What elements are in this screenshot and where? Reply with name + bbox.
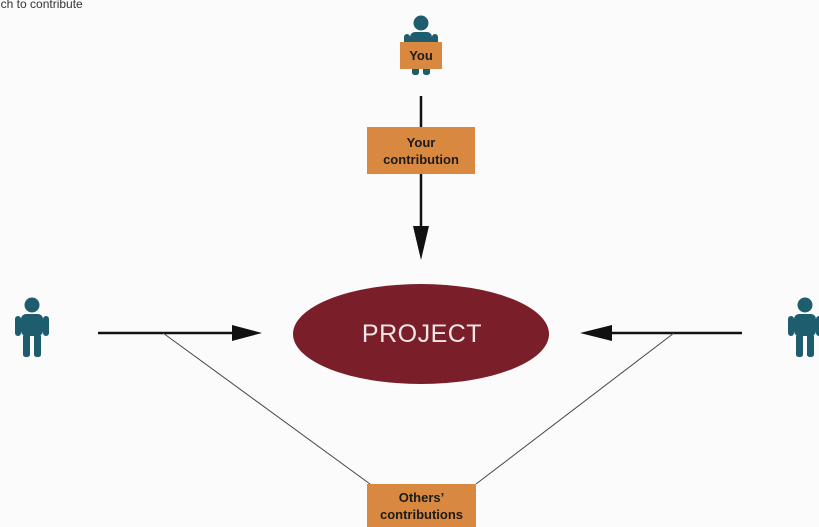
- left-connector-line: [162, 332, 371, 485]
- person-icon-left: [15, 297, 49, 357]
- your-contribution-label: Your contribution: [367, 127, 475, 174]
- your-contribution-line2: contribution: [383, 151, 459, 167]
- others-contributions-label: Others’ contributions: [367, 484, 476, 527]
- right-arrowhead: [580, 325, 612, 341]
- project-ellipse: [293, 284, 549, 384]
- you-label: You: [400, 42, 442, 69]
- project-label: PROJECT: [361, 319, 483, 348]
- person-icon-right: [788, 297, 819, 357]
- your-contribution-arrowhead: [413, 226, 429, 260]
- left-arrowhead: [232, 325, 262, 341]
- others-line1: Others’: [398, 489, 445, 505]
- your-contribution-line1: Your: [406, 134, 436, 150]
- caption-text: uch to contribute: [0, 0, 83, 11]
- right-connector-line: [475, 332, 675, 485]
- you-label-text: You: [409, 48, 433, 63]
- others-line2: contributions: [379, 506, 464, 522]
